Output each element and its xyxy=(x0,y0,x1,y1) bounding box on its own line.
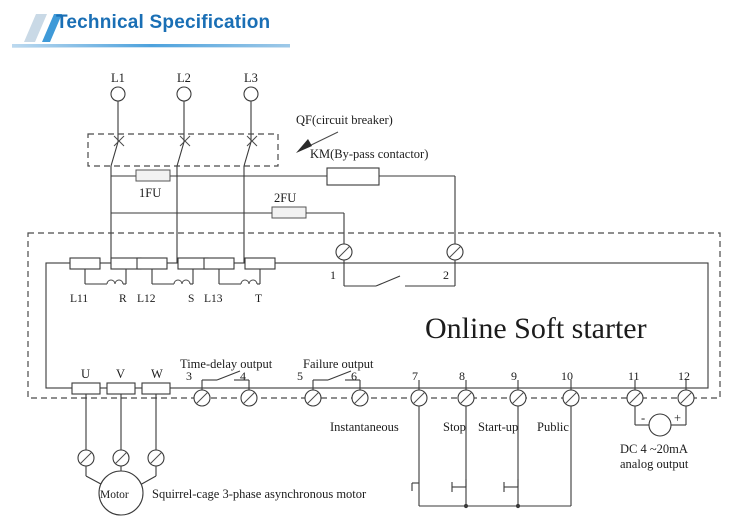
input-terminal-label-t: T xyxy=(255,293,262,305)
fuse-2fu-label: 2FU xyxy=(274,191,296,205)
public-label: Public xyxy=(537,420,569,434)
bypass-terminal-2 xyxy=(446,243,464,286)
control-terminal-6 xyxy=(351,380,369,407)
input-terminal-label-l12: L12 xyxy=(137,293,156,305)
control-terminal-9-label: 9 xyxy=(511,369,517,383)
supply-label-l2: L2 xyxy=(177,71,191,85)
output-terminal-v xyxy=(106,382,136,454)
startup-pushbutton-icon xyxy=(503,479,519,492)
input-terminal-label-l11: L11 xyxy=(70,293,88,305)
input-terminal-pair-3 xyxy=(203,257,276,285)
circuit-breaker-label: QF(circuit breaker) xyxy=(296,113,393,127)
failure-output-label: Failure output xyxy=(303,357,374,371)
soft-starter-enclosure xyxy=(27,232,721,399)
fuse-1fu-label: 1FU xyxy=(139,186,161,200)
header-underline xyxy=(12,44,290,47)
header-underline-thin xyxy=(12,47,290,48)
analog-output-label-line1: DC 4 ~20mA xyxy=(620,442,688,456)
control-terminal-7 xyxy=(410,380,428,407)
analog-meter-symbol xyxy=(648,413,672,437)
output-terminal-label-v: V xyxy=(116,367,125,381)
input-terminal-pair-1 xyxy=(69,257,142,285)
control-terminal-3 xyxy=(193,380,211,407)
analog-polarity-minus: - xyxy=(641,411,645,425)
motor-terminal-v xyxy=(112,449,130,482)
product-name: Online Soft starter xyxy=(425,312,647,345)
motor-symbol xyxy=(98,470,144,516)
page-header: Technical Specification xyxy=(0,0,750,58)
bypass-terminal-2-label: 2 xyxy=(443,268,449,282)
control-terminal-6-label: 6 xyxy=(351,369,357,383)
control-terminal-5 xyxy=(304,380,322,407)
motor-terminal-u xyxy=(77,449,113,491)
circuit-breaker-enclosure xyxy=(87,133,279,167)
breaker-pole-l2 xyxy=(176,135,191,172)
input-terminal-label-r: R xyxy=(119,293,127,305)
analog-polarity-plus: + xyxy=(674,411,681,425)
fuse-2fu-body xyxy=(271,206,307,219)
fuse-1fu-body xyxy=(135,169,171,182)
supply-label-l3: L3 xyxy=(244,71,258,85)
breaker-pole-l3 xyxy=(243,135,258,172)
analog-meter-wiring xyxy=(634,406,687,426)
supply-terminal-l3 xyxy=(243,86,259,138)
control-terminal-4 xyxy=(240,380,258,407)
control-terminal-5-label: 5 xyxy=(297,369,303,383)
supply-terminal-l2 xyxy=(176,86,192,138)
control-terminal-10-label: 10 xyxy=(561,369,573,383)
header-accent-bars-icon xyxy=(24,14,62,42)
stop-pushbutton-icon xyxy=(451,479,467,492)
time-delay-output-label: Time-delay output xyxy=(180,357,273,371)
input-terminal-label-s: S xyxy=(188,293,194,305)
control-terminal-3-label: 3 xyxy=(186,369,192,383)
bypass-contactor-body xyxy=(326,167,380,186)
output-terminal-label-w: W xyxy=(151,367,163,381)
instantaneous-label: Instantaneous xyxy=(330,420,399,434)
control-terminal-11-label: 11 xyxy=(628,369,640,383)
time-delay-relay-contact xyxy=(202,370,249,381)
bypass-internal-contact xyxy=(344,275,455,287)
page-title: Technical Specification xyxy=(56,12,271,33)
motor-label: Motor xyxy=(100,489,129,501)
bypass-contactor-label: KM(By-pass contactor) xyxy=(310,147,428,161)
circuit-breaker-callout-arrow-icon xyxy=(296,131,339,153)
input-terminal-label-l13: L13 xyxy=(204,293,223,305)
output-terminal-u xyxy=(71,382,101,454)
output-terminal-w xyxy=(141,382,171,454)
motor-caption: Squirrel-cage 3-phase asynchronous motor xyxy=(152,487,367,501)
supply-terminal-l1 xyxy=(110,86,126,138)
control-input-wiring xyxy=(418,406,572,509)
breaker-pole-l1 xyxy=(110,135,125,172)
control-terminal-7-label: 7 xyxy=(412,369,418,383)
output-terminal-label-u: U xyxy=(81,367,90,381)
wiring-diagram: L1 L2 L3 QF(circuit breaker) 1FU K xyxy=(0,58,750,530)
instantaneous-contact-icon xyxy=(411,482,419,491)
failure-relay-contact xyxy=(313,370,360,381)
bypass-terminal-1-label: 1 xyxy=(330,268,336,282)
startup-label: Start-up xyxy=(478,420,518,434)
control-terminal-4-label: 4 xyxy=(240,369,246,383)
supply-label-l1: L1 xyxy=(111,71,125,85)
input-terminal-pair-2 xyxy=(136,257,209,285)
stop-label: Stop xyxy=(443,420,466,434)
bypass-terminal-1 xyxy=(335,243,353,286)
analog-output-label-line2: analog output xyxy=(620,457,689,471)
control-terminal-12-label: 12 xyxy=(678,369,690,383)
control-terminal-8-label: 8 xyxy=(459,369,465,383)
